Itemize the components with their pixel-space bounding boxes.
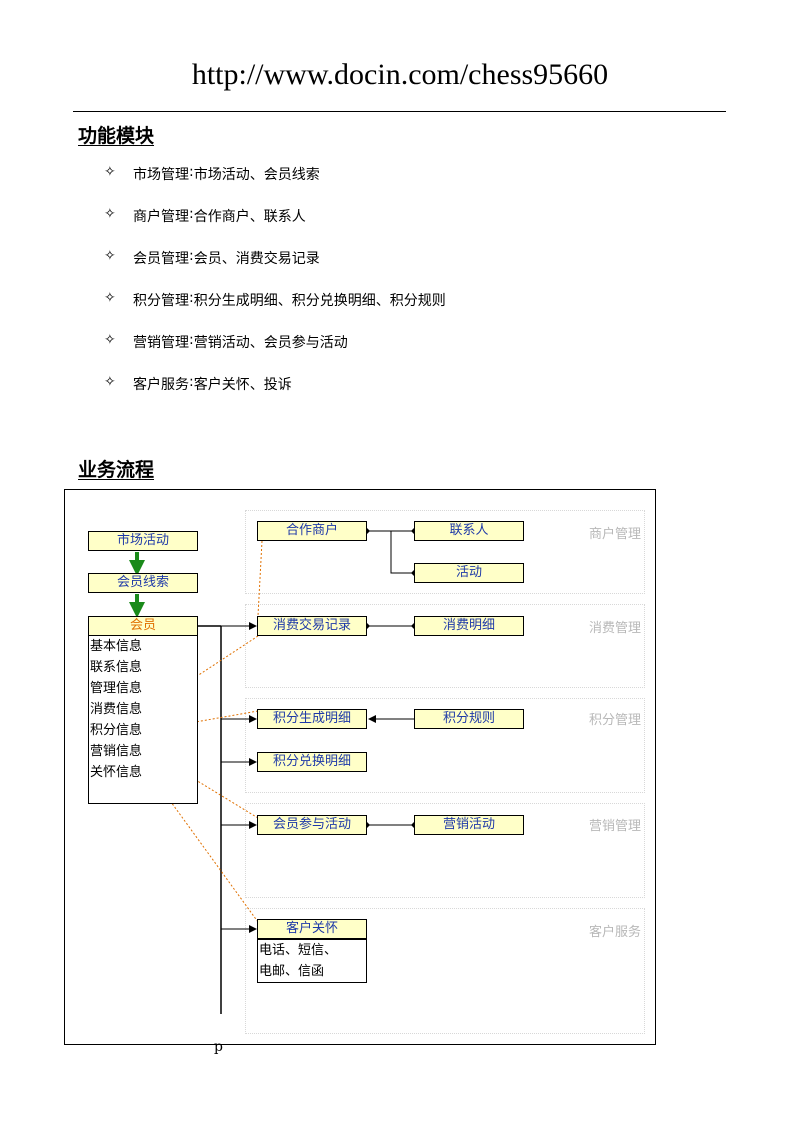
node-transaction-record: 消费交易记录 — [257, 616, 367, 636]
member-info-item: 关怀信息 — [90, 765, 143, 780]
group-label-marketing: 营销管理 — [589, 819, 642, 834]
member-info-item: 联系信息 — [90, 660, 143, 675]
member-info-item: 积分信息 — [90, 723, 143, 738]
group-panel-service — [245, 908, 645, 1034]
list-item: ✧ 积分管理:积分生成明细、积分兑换明细、积分规则 — [104, 290, 446, 332]
group-panel-merchant — [245, 510, 645, 594]
node-points-rule: 积分规则 — [414, 709, 524, 729]
node-partner-merchant: 合作商户 — [257, 521, 367, 541]
diamond-outline-icon: ✧ — [104, 248, 116, 264]
list-item: ✧ 会员管理:会员、消费交易记录 — [104, 248, 446, 290]
node-points-exchange-detail: 积分兑换明细 — [257, 752, 367, 772]
group-label-service: 客户服务 — [589, 925, 642, 940]
list-item: ✧ 商户管理:合作商户、联系人 — [104, 206, 446, 248]
node-member: 会员 — [88, 616, 198, 636]
diamond-outline-icon: ✧ — [104, 164, 116, 180]
node-points-gen-detail: 积分生成明细 — [257, 709, 367, 729]
module-separator: : — [189, 248, 194, 264]
diamond-outline-icon: ✧ — [104, 374, 116, 390]
module-separator: : — [189, 164, 194, 180]
node-member-participation: 会员参与活动 — [257, 815, 367, 835]
node-activity: 活动 — [414, 563, 524, 583]
group-label-consumption: 消费管理 — [589, 621, 642, 636]
module-detail: 合作商户、联系人 — [193, 209, 306, 225]
group-label-points: 积分管理 — [589, 713, 642, 728]
node-market-activity: 市场活动 — [88, 531, 198, 551]
node-contact: 联系人 — [414, 521, 524, 541]
module-detail: 客户关怀、投诉 — [193, 377, 292, 393]
module-name: 市场管理 — [133, 167, 189, 183]
group-panel-marketing — [245, 803, 645, 898]
node-consumption-detail: 消费明细 — [414, 616, 524, 636]
module-detail: 会员、消费交易记录 — [193, 251, 320, 267]
group-panel-points — [245, 698, 645, 793]
header-divider — [73, 111, 726, 112]
module-separator: : — [189, 290, 194, 306]
care-channel-line: 电邮、信函 — [259, 964, 325, 979]
care-channel-line: 电话、短信、 — [259, 943, 338, 958]
module-name: 商户管理 — [133, 209, 189, 225]
module-separator: : — [189, 206, 194, 222]
group-panel-consumption — [245, 604, 645, 688]
node-member-lead: 会员线索 — [88, 573, 198, 593]
group-label-merchant: 商户管理 — [589, 527, 642, 542]
module-name: 会员管理 — [133, 251, 189, 267]
list-item: ✧ 客户服务:客户关怀、投诉 — [104, 374, 446, 416]
module-separator: : — [189, 332, 194, 348]
node-customer-care: 客户关怀 — [257, 919, 367, 939]
list-item: ✧ 市场管理:市场活动、会员线索 — [104, 164, 446, 206]
module-detail: 积分生成明细、积分兑换明细、积分规则 — [193, 293, 446, 309]
member-info-item: 管理信息 — [90, 681, 143, 696]
module-name: 营销管理 — [133, 335, 189, 351]
module-name: 积分管理 — [133, 293, 189, 309]
module-detail: 市场活动、会员线索 — [193, 167, 320, 183]
module-name: 客户服务 — [133, 377, 189, 393]
flow-diagram-frame — [64, 489, 656, 1045]
modules-section-title: 功能模块 — [78, 125, 155, 147]
module-separator: : — [189, 374, 194, 390]
care-channels-panel: 电话、短信、 电邮、信函 — [257, 939, 367, 983]
flow-section-title: 业务流程 — [78, 459, 155, 481]
diamond-outline-icon: ✧ — [104, 206, 116, 222]
module-detail: 营销活动、会员参与活动 — [193, 335, 348, 351]
member-info-item: 营销信息 — [90, 744, 143, 759]
list-item: ✧ 营销管理:营销活动、会员参与活动 — [104, 332, 446, 374]
document-url[interactable]: http://www.docin.com/chess95660 — [191, 58, 609, 91]
stray-mark: p — [214, 1039, 223, 1055]
member-info-panel: 基本信息 联系信息 管理信息 消费信息 积分信息 营销信息 关怀信息 — [88, 635, 198, 804]
node-marketing-activity: 营销活动 — [414, 815, 524, 835]
module-list: ✧ 市场管理:市场活动、会员线索 ✧ 商户管理:合作商户、联系人 ✧ 会员管理:… — [104, 164, 446, 416]
diamond-outline-icon: ✧ — [104, 332, 116, 348]
member-info-item: 基本信息 — [90, 639, 143, 654]
member-info-item: 消费信息 — [90, 702, 143, 717]
diamond-outline-icon: ✧ — [104, 290, 116, 306]
